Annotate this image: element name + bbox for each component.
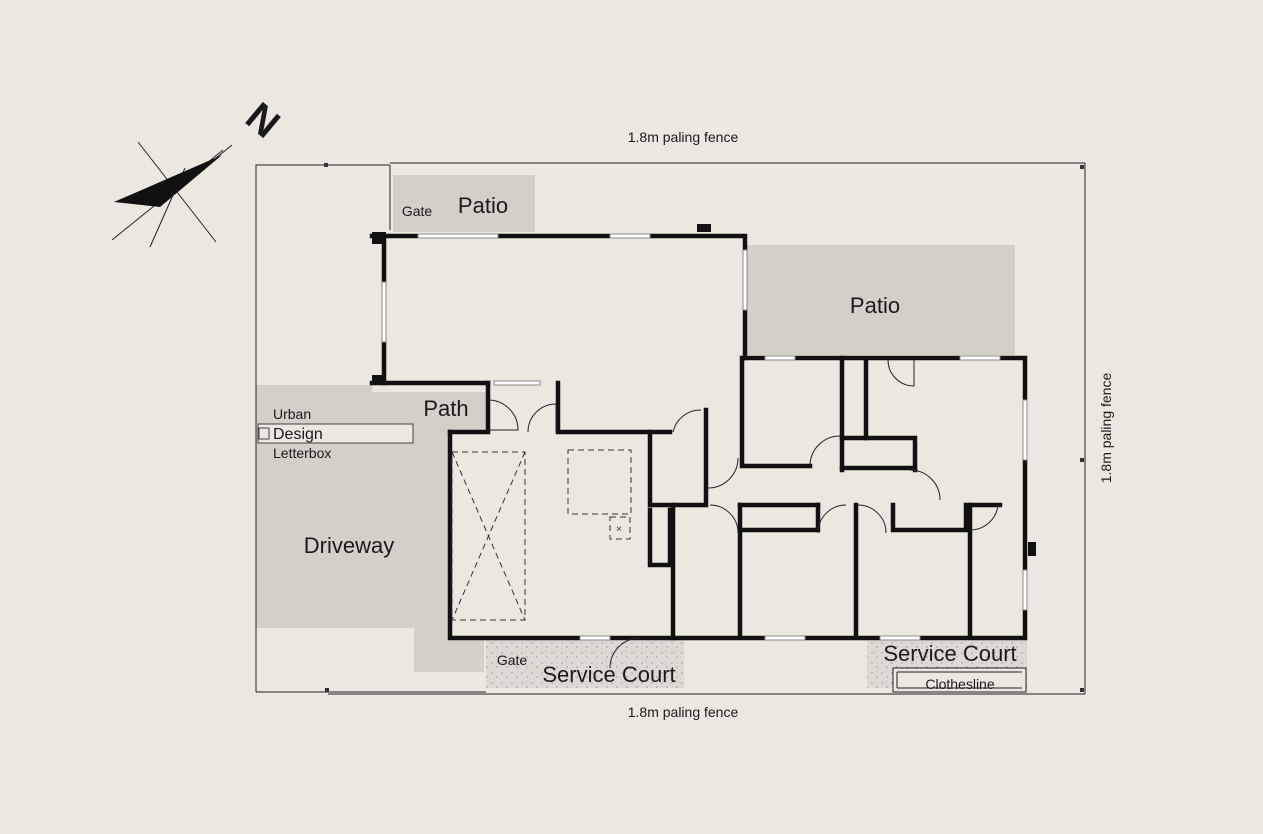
gate-top-label: Gate (402, 203, 433, 219)
garage-markings: × (451, 449, 632, 621)
site-boundary (255, 162, 1086, 695)
patio-small-label: Patio (458, 193, 508, 218)
patio-small-area (393, 175, 535, 232)
letterbox-label-3: Letterbox (273, 445, 331, 461)
service-court-left-area (486, 640, 684, 688)
clothesline (892, 667, 1027, 693)
driveway-label: Driveway (304, 533, 394, 558)
letterbox-label-2: Design (273, 426, 323, 443)
service-court-left-label: Service Court (542, 662, 675, 687)
svg-text:×: × (616, 524, 622, 535)
fence-bottom-label: 1.8m paling fence (628, 704, 739, 720)
north-arrow-icon: N (111, 94, 288, 248)
patio-large-label: Patio (850, 293, 900, 318)
letterbox-label-1: Urban (273, 406, 311, 422)
windows (381, 233, 1028, 641)
fence-top-label: 1.8m paling fence (628, 129, 739, 145)
path-label: Path (423, 396, 468, 421)
door-swings (487, 359, 999, 669)
driveway-area (256, 385, 486, 672)
north-label: N (237, 94, 287, 146)
clothesline-label: Clothesline (925, 676, 994, 692)
letterbox-frame (257, 423, 414, 444)
service-court-right-label: Service Court (883, 641, 1016, 666)
gate-bottom-label: Gate (497, 652, 528, 668)
patio-large-area (747, 245, 1015, 355)
labels: 1.8m paling fence 1.8m paling fence 1.8m… (273, 129, 1114, 720)
letterbox-icon (258, 427, 270, 440)
fence-right-label: 1.8m paling fence (1098, 373, 1114, 484)
